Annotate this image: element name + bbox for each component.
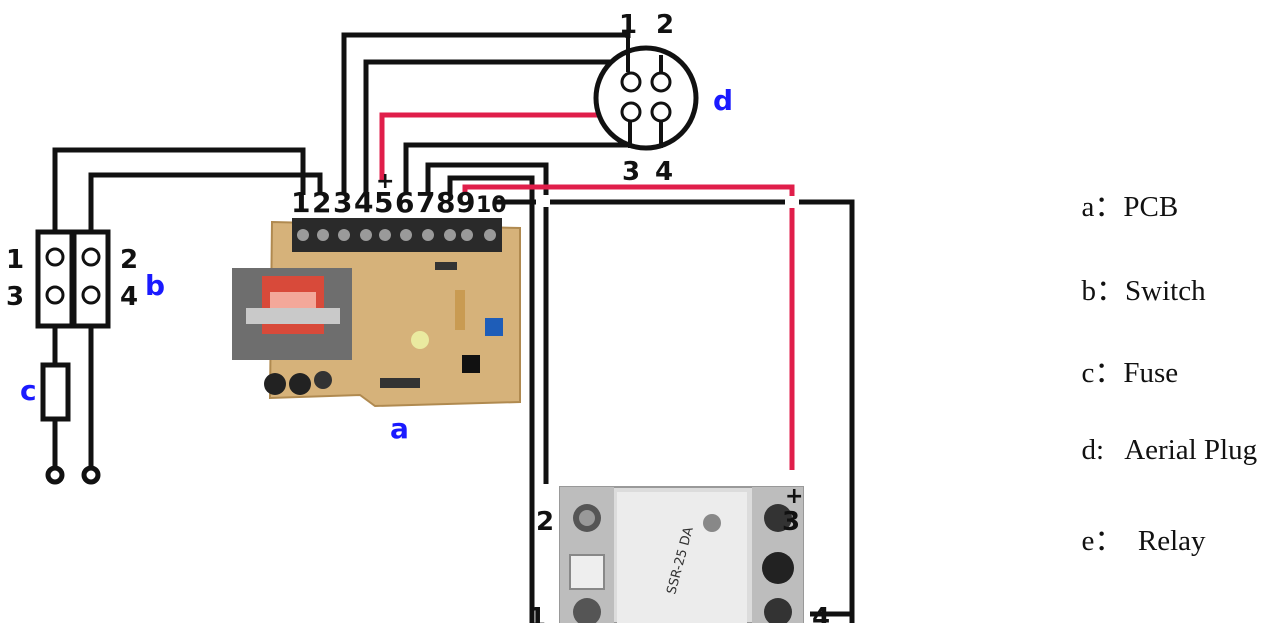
- legend-text: Relay: [1137, 525, 1206, 557]
- legend-sep: ：: [1094, 357, 1124, 389]
- switch-contact-4: [81, 285, 101, 305]
- aerial-plug: 1 2 3 4 d: [593, 10, 733, 187]
- legend-text: Fuse: [1123, 357, 1179, 389]
- switch-contact-2: [81, 247, 101, 267]
- switch: 1 2 3 4 b: [6, 229, 165, 329]
- switch-terminal-2: 2: [120, 245, 138, 275]
- pcb-terminal-6: 6: [395, 186, 414, 219]
- wire-plug-3-to-pcb-6: [403, 142, 630, 195]
- pcb-terminal-9: 9: [456, 186, 475, 219]
- legend-item-pcb: a：PCB: [1038, 150, 1179, 258]
- plug-pin-4: [650, 101, 672, 123]
- switch-terminal-4: 4: [120, 282, 138, 312]
- pcb-terminal-2: 2: [312, 186, 331, 219]
- wire-pcb-7-to-relay-2: [425, 162, 549, 484]
- plug-tag: d: [713, 84, 733, 117]
- legend-text: Aerial Plug: [1124, 434, 1258, 466]
- legend-item-switch: b：Switch: [1038, 234, 1206, 342]
- relay-terminal-3-plus: +: [785, 484, 803, 509]
- wire-pcb-9-to-relay-3: [462, 184, 795, 470]
- pcb-terminal-3: 3: [333, 186, 352, 219]
- pcb-board: [232, 218, 521, 408]
- switch-terminal-1: 1: [6, 245, 24, 275]
- legend-item-relay: e： Relay: [1038, 484, 1206, 592]
- relay-terminal-2: 2: [536, 507, 554, 537]
- legend-sep: ：: [1096, 275, 1126, 307]
- legend-key: d: [1081, 434, 1097, 466]
- legend-key: b: [1081, 275, 1097, 307]
- pcb-terminal-5-plus: +: [376, 169, 394, 194]
- wire-plug-to-pcb-5: [379, 112, 625, 180]
- fuse: c: [20, 326, 101, 485]
- legend-sep: :: [1096, 434, 1125, 466]
- pcb-terminal-4: 4: [354, 186, 373, 219]
- wire-plug-1-to-pcb-3: [341, 32, 631, 195]
- legend-item-aerial-plug: d: Aerial Plug: [1038, 401, 1258, 500]
- plug-terminal-4: 4: [655, 157, 673, 187]
- plug-terminal-1: 1: [619, 10, 637, 40]
- mains-terminal-left: [45, 465, 65, 485]
- pcb-tag: a: [390, 412, 409, 445]
- switch-terminal-3: 3: [6, 282, 24, 312]
- pcb-terminal-10: 10: [476, 193, 507, 218]
- pcb-terminal-7: 7: [416, 186, 435, 219]
- legend-text: PCB: [1123, 191, 1179, 223]
- switch-contact-1: [45, 247, 65, 267]
- relay-terminal-4: 4: [812, 603, 830, 623]
- plug-pin-1: [620, 71, 642, 93]
- wire-switch-to-pcb-2: [88, 172, 323, 232]
- plug-terminal-3: 3: [622, 157, 640, 187]
- legend-item-fuse: c：Fuse: [1038, 316, 1179, 424]
- legend-sep: ：: [1094, 191, 1124, 223]
- legend-text: Switch: [1125, 275, 1206, 307]
- plug-terminal-2: 2: [656, 10, 674, 40]
- pcb-terminal-8: 8: [436, 186, 455, 219]
- legend-sep: ：: [1094, 525, 1138, 557]
- solid-state-relay: SSR-25 DA 2 3 + 1 4: [528, 484, 830, 623]
- legend-key: e: [1081, 525, 1095, 557]
- pcb-terminal-1: 1: [291, 186, 310, 219]
- relay-terminal-1: 1: [528, 603, 546, 623]
- switch-contact-3: [45, 285, 65, 305]
- wire-pcb-10-to-relay-4: [495, 199, 855, 623]
- plug-pin-3: [620, 101, 642, 123]
- wire-pcb-8-to-relay-1: [447, 175, 535, 623]
- mains-terminal-right: [81, 465, 101, 485]
- pcb-terminal-labels: 1 2 3 4 5 + 6 7 8 9 10 a: [291, 169, 507, 445]
- legend-key: c: [1081, 357, 1095, 389]
- pcb-terminal-5: 5: [374, 186, 393, 219]
- switch-tag: b: [145, 269, 165, 302]
- relay-terminal-3: 3: [782, 507, 800, 537]
- fuse-tag: c: [20, 374, 37, 407]
- legend-key: a: [1081, 191, 1095, 223]
- plug-pin-2: [650, 71, 672, 93]
